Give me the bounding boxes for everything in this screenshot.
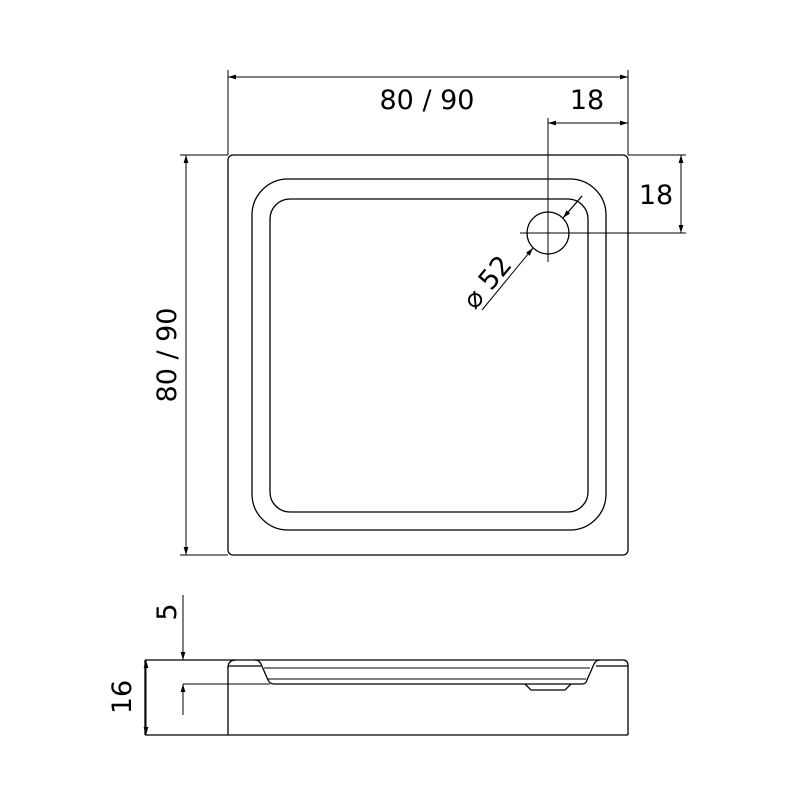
- drain-diameter-dimension: ⌀ 52: [457, 195, 583, 315]
- depth-dimension: 80 / 90: [152, 154, 228, 556]
- basin-rim: [251, 178, 607, 531]
- height-dimension: 16: [107, 660, 149, 735]
- drain-offset-y-label: 18: [639, 180, 673, 211]
- inner-depth-label: 5: [152, 603, 183, 620]
- height-label: 16: [107, 680, 138, 714]
- tray-outline: [227, 154, 629, 556]
- width-label: 80 / 90: [380, 85, 475, 116]
- drain-offset-x-dimension: 18: [547, 85, 628, 262]
- drain-offset-x-label: 18: [570, 85, 604, 116]
- side-view: [144, 659, 629, 736]
- width-dimension: 80 / 90: [227, 70, 629, 155]
- depth-label: 80 / 90: [152, 308, 183, 403]
- inner-depth-dimension: 5: [152, 595, 186, 715]
- drain-diameter-label: ⌀ 52: [457, 250, 519, 315]
- drain-offset-y-dimension: 18: [520, 154, 686, 234]
- top-view: [227, 154, 629, 556]
- basin-floor: [269, 198, 589, 513]
